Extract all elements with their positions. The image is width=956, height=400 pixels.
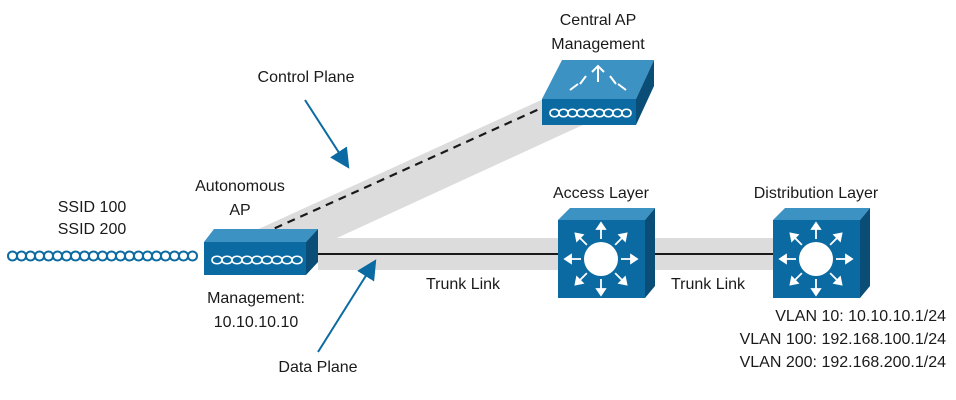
access-layer-switch xyxy=(558,208,655,298)
management-label-line1: Management: xyxy=(207,290,305,307)
switch-arrow-head xyxy=(630,253,639,265)
management-label-line2: 10.10.10.10 xyxy=(214,314,299,331)
distribution-switch-side-face xyxy=(860,208,870,298)
control-plane-link xyxy=(261,104,547,236)
distribution-layer-switch xyxy=(773,208,870,298)
switch-arrow-head xyxy=(778,253,787,265)
switch-arrow-head xyxy=(832,232,843,243)
data-plane-label: Data Plane xyxy=(278,359,357,376)
central-ap-front-wave xyxy=(549,108,632,118)
autonomous-ap-front-wave xyxy=(211,255,303,265)
central-ap-label-line1: Central AP xyxy=(560,12,636,29)
central-ap-front-face xyxy=(542,99,636,125)
ssid-100-label: SSID 100 xyxy=(58,199,127,216)
switch-arrow-head xyxy=(789,232,800,243)
switch-arrow-head xyxy=(832,275,843,286)
vlan-10-label: VLAN 10: 10.10.10.1/24 xyxy=(775,308,946,325)
autonomous-ap-label-line2: AP xyxy=(229,202,250,219)
control-plane-label: Control Plane xyxy=(258,69,355,86)
trunk-link-label-2: Trunk Link xyxy=(671,276,746,293)
access-switch-arrows-icon xyxy=(563,221,639,297)
distribution-switch-hub-circle xyxy=(799,242,833,276)
control-plane-band xyxy=(252,96,598,255)
vlan-100-label: VLAN 100: 192.168.100.1/24 xyxy=(740,331,946,348)
distribution-switch-arrows-icon xyxy=(778,221,854,297)
switch-arrow-head xyxy=(617,232,628,243)
access-switch-side-face xyxy=(645,208,655,298)
switch-arrow-head xyxy=(563,253,572,265)
switch-arrow-head xyxy=(789,275,800,286)
trunk-link-label-1: Trunk Link xyxy=(426,276,501,293)
ssid-200-label: SSID 200 xyxy=(58,221,127,238)
ssid-signal-wave xyxy=(7,250,199,262)
central-ap-management-device xyxy=(542,60,654,125)
autonomous-ap-side-face xyxy=(306,229,318,275)
switch-arrow-head xyxy=(845,253,854,265)
switch-arrow-head xyxy=(574,232,585,243)
access-layer-label: Access Layer xyxy=(553,185,650,202)
switch-arrow-head xyxy=(595,288,607,297)
autonomous-ap-device xyxy=(204,229,318,275)
data-plane-callout-arrow xyxy=(317,259,377,353)
control-plane-callout-arrow xyxy=(304,99,350,169)
distribution-switch-top-face xyxy=(773,208,870,220)
central-ap-label-line2: Management xyxy=(551,36,645,53)
distribution-layer-label: Distribution Layer xyxy=(754,185,879,202)
central-ap-side-face xyxy=(636,60,654,125)
access-switch-top-face xyxy=(558,208,655,220)
autonomous-ap-front-face xyxy=(204,242,306,275)
central-ap-top-arrows-icon xyxy=(569,64,627,91)
switch-arrow-head xyxy=(617,275,628,286)
switch-arrow-head xyxy=(810,221,822,230)
switch-arrow-head xyxy=(810,288,822,297)
access-switch-hub-circle xyxy=(584,242,618,276)
switch-arrow-head xyxy=(574,275,585,286)
autonomous-ap-label-line1: Autonomous xyxy=(195,178,285,195)
autonomous-ap-top-face xyxy=(204,229,318,242)
vlan-200-label: VLAN 200: 192.168.200.1/24 xyxy=(740,354,946,371)
switch-arrow-head xyxy=(595,221,607,230)
